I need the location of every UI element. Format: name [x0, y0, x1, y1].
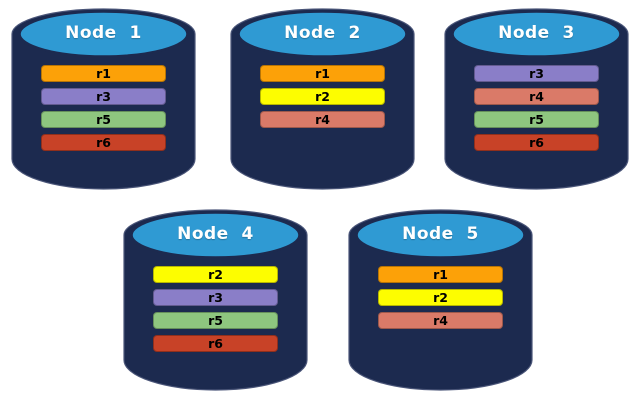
replica-list: r1 r2 r4	[260, 65, 385, 134]
cylinder-cap	[355, 211, 526, 259]
node-4: Node 4 r2 r3 r5 r6	[123, 209, 308, 391]
replica-bar: r5	[153, 312, 278, 329]
cylinder-cap	[237, 10, 408, 58]
node-1: Node 1 r1 r3 r5 r6	[11, 8, 196, 190]
replica-bar: r3	[153, 289, 278, 306]
cylinder-cap	[451, 10, 622, 58]
cylinder-cap	[18, 10, 189, 58]
replica-bar: r3	[41, 88, 166, 105]
replica-bar: r2	[260, 88, 385, 105]
replica-bar: r5	[41, 111, 166, 128]
replica-list: r1 r2 r4	[378, 266, 503, 335]
node-title: Node 1	[65, 23, 142, 43]
replica-bar: r1	[378, 266, 503, 283]
replica-bar: r6	[474, 134, 599, 151]
node-2: Node 2 r1 r2 r4	[230, 8, 415, 190]
replica-bar: r6	[153, 335, 278, 352]
replica-list: r2 r3 r5 r6	[153, 266, 278, 358]
replica-bar: r3	[474, 65, 599, 82]
cylinder-cap	[130, 211, 301, 259]
replica-bar: r4	[474, 88, 599, 105]
replica-bar: r6	[41, 134, 166, 151]
node-title: Node 4	[177, 224, 254, 244]
replica-bar: r4	[378, 312, 503, 329]
replica-bar: r2	[378, 289, 503, 306]
replica-bar: r1	[41, 65, 166, 82]
replica-bar: r2	[153, 266, 278, 283]
node-title: Node 5	[402, 224, 479, 244]
replica-bar: r5	[474, 111, 599, 128]
replica-bar: r4	[260, 111, 385, 128]
replica-list: r1 r3 r5 r6	[41, 65, 166, 157]
node-title: Node 3	[498, 23, 575, 43]
node-title: Node 2	[284, 23, 361, 43]
node-5: Node 5 r1 r2 r4	[348, 209, 533, 391]
replica-bar: r1	[260, 65, 385, 82]
replica-list: r3 r4 r5 r6	[474, 65, 599, 157]
node-3: Node 3 r3 r4 r5 r6	[444, 8, 629, 190]
